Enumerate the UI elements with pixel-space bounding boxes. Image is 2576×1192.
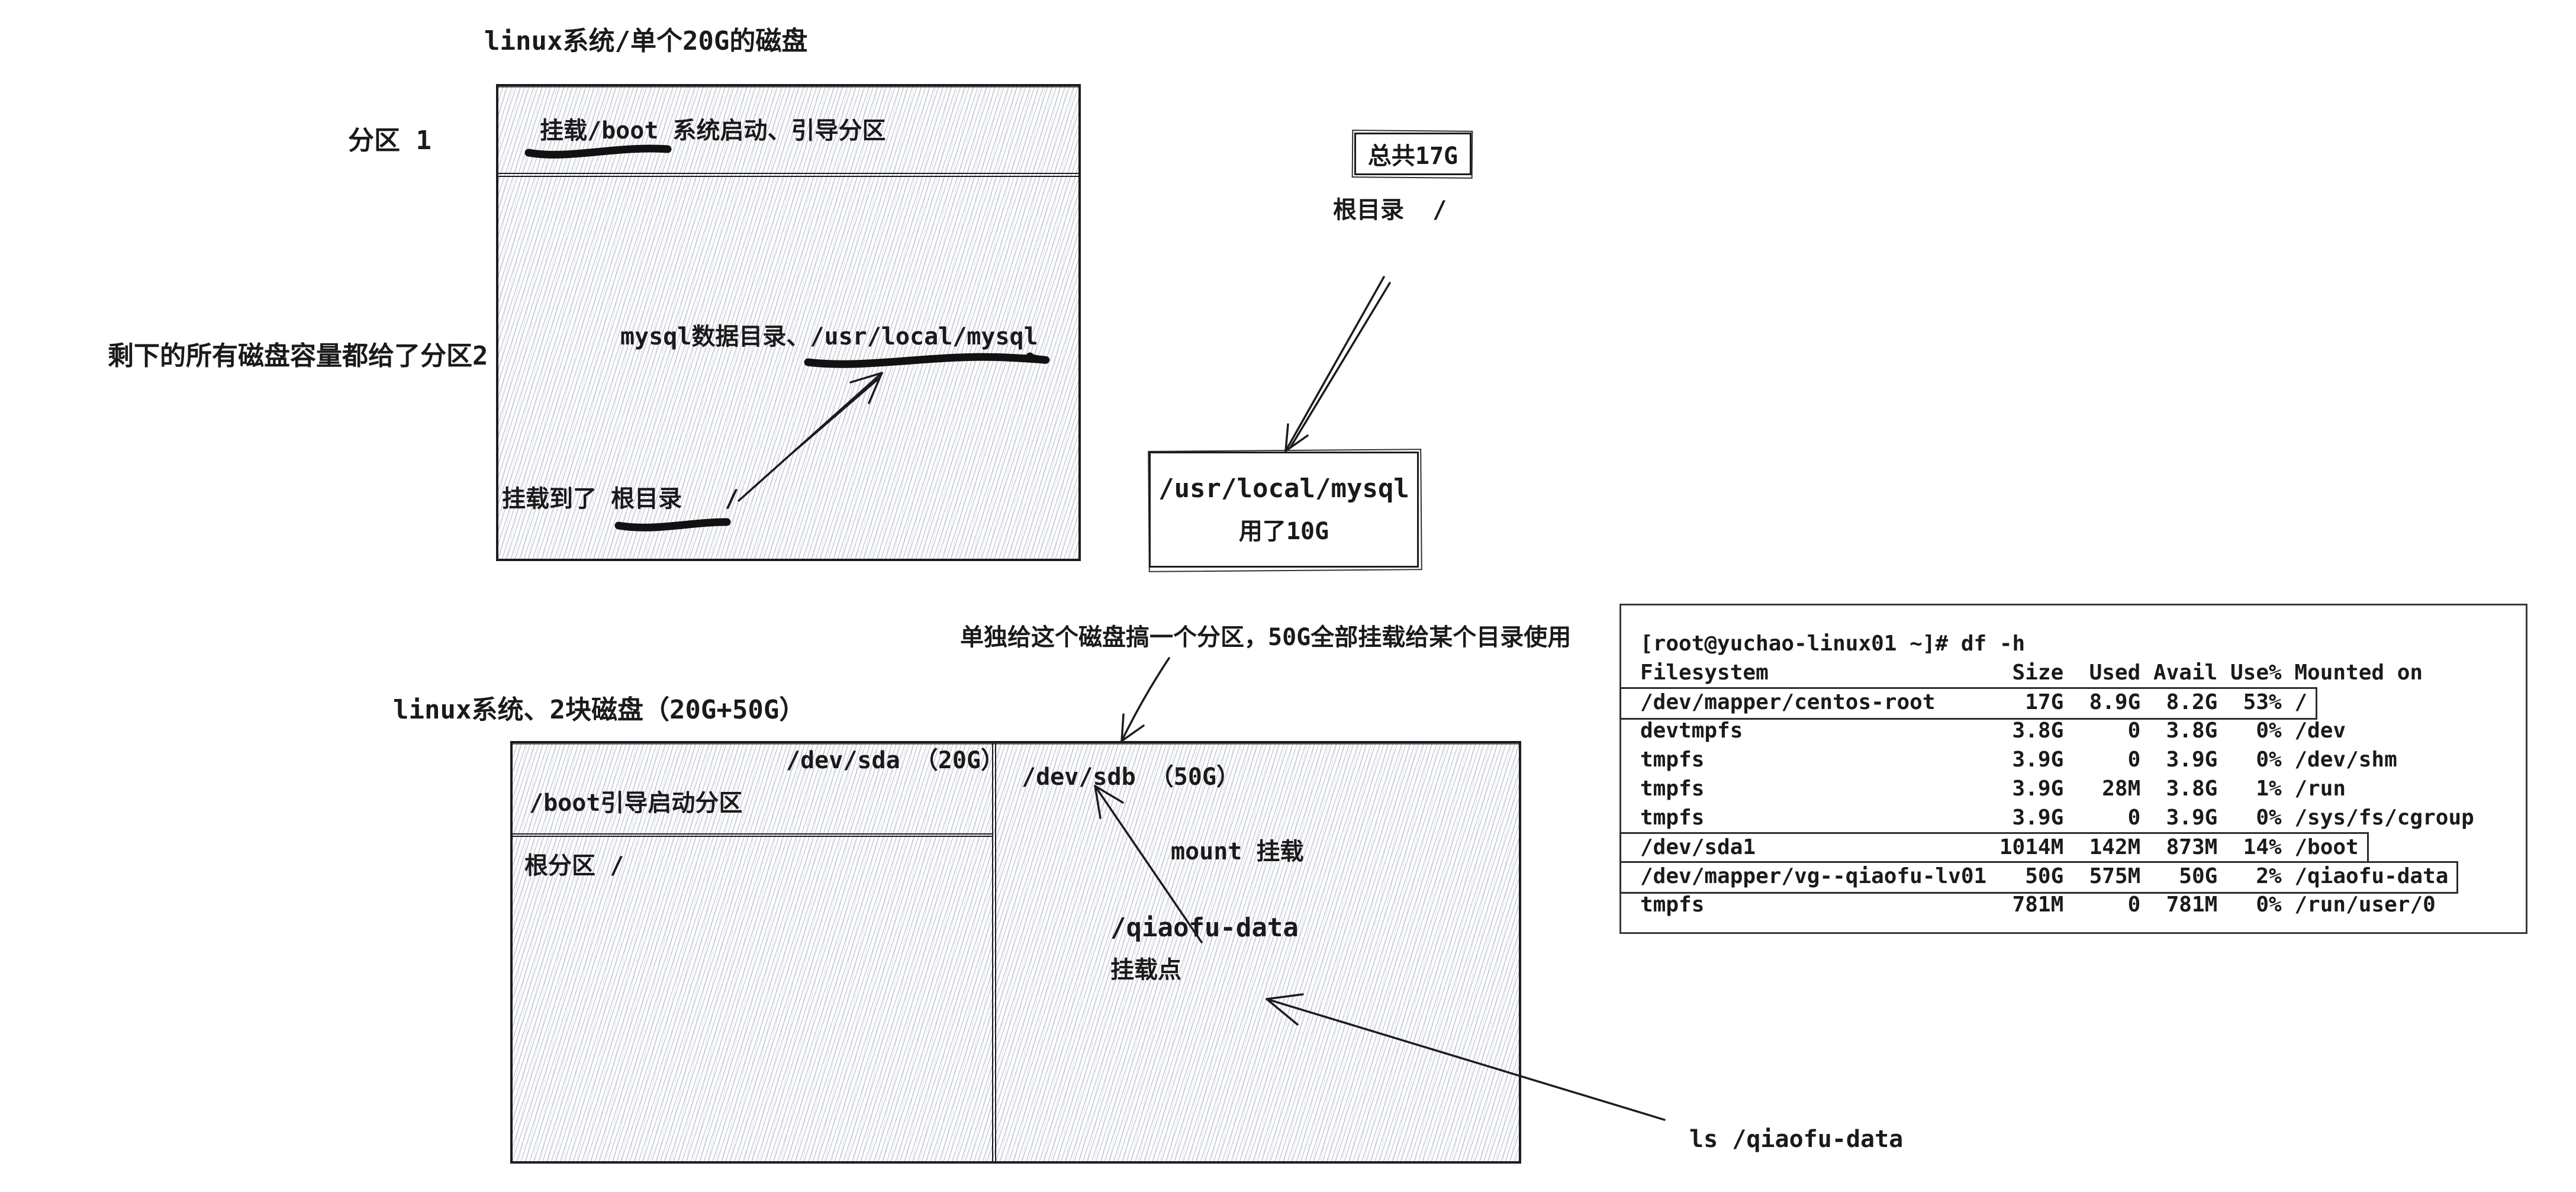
terminal-line: tmpfs 781M 0 781M 0% /run/user/0 bbox=[1640, 890, 2526, 919]
disk1-mysql-dir-text: mysql数据目录、/usr/local/mysql bbox=[620, 323, 1038, 350]
terminal-line: devtmpfs 3.8G 0 3.8G 0% /dev bbox=[1640, 716, 2526, 745]
disk1-partition1-text: 挂载/boot 系统启动、引导分区 bbox=[540, 117, 886, 144]
terminal-line: Filesystem Size Used Avail Use% Mounted … bbox=[1640, 658, 2526, 687]
disk1-root-mount-text: 挂载到了 根目录 / bbox=[502, 485, 739, 513]
sda-root-partition-text: 根分区 / bbox=[524, 852, 624, 879]
sda-partition-divider bbox=[513, 833, 992, 837]
terminal-line: [root@yuchao-linux01 ~]# df -h bbox=[1640, 629, 2526, 658]
mysql-usage-box: /usr/local/mysql 用了10G bbox=[1149, 452, 1419, 568]
highlighted-df-row: /dev/sda1 1014M 142M 873M 14% /boot bbox=[1619, 832, 2369, 865]
terminal-line: /dev/sda1 1014M 142M 873M 14% /boot bbox=[1619, 832, 2526, 865]
highlighted-df-row: /dev/mapper/vg--qiaofu-lv01 50G 575M 50G… bbox=[1619, 861, 2459, 894]
mysql-usage-amount: 用了10G bbox=[1238, 517, 1329, 545]
mount-label: mount 挂载 bbox=[1171, 838, 1304, 865]
df-row: tmpfs 3.9G 28M 3.8G 1% /run bbox=[1640, 777, 2346, 801]
disk1-partition1-label: 分区 1 bbox=[348, 125, 432, 156]
disk2-title: linux系统、2块磁盘（20G+50G） bbox=[393, 695, 806, 725]
df-row: tmpfs 3.9G 0 3.9G 0% /sys/fs/cgroup bbox=[1640, 806, 2474, 830]
mountpoint-path-label: /qiaofu-data bbox=[1110, 913, 1299, 943]
df-row: tmpfs 3.9G 0 3.9G 0% /dev/shm bbox=[1640, 748, 2397, 772]
terminal-line: /dev/mapper/vg--qiaofu-lv01 50G 575M 50G… bbox=[1619, 861, 2526, 894]
df-row: devtmpfs 3.8G 0 3.8G 0% /dev bbox=[1640, 719, 2346, 743]
disk2-annotation: 单独给这个磁盘搞一个分区，50G全部挂载给某个目录使用 bbox=[960, 624, 1572, 651]
df-row: [root@yuchao-linux01 ~]# df -h bbox=[1640, 632, 2026, 656]
df-row: tmpfs 781M 0 781M 0% /run/user/0 bbox=[1640, 893, 2436, 917]
disk1-partition1-region bbox=[498, 86, 1078, 177]
disk1-partition2-label: 剩下的所有磁盘容量都给了分区2 bbox=[108, 341, 488, 371]
terminal-line: tmpfs 3.9G 28M 3.8G 1% /run bbox=[1640, 774, 2526, 803]
terminal-line: tmpfs 3.9G 0 3.9G 0% /sys/fs/cgroup bbox=[1640, 803, 2526, 832]
total-size-box: 总共17G bbox=[1354, 133, 1471, 175]
root-dir-label: 根目录 / bbox=[1333, 196, 1447, 224]
disk1-title: linux系统/单个20G的磁盘 bbox=[484, 26, 808, 56]
mountpoint-label: 挂载点 bbox=[1110, 956, 1181, 984]
disk1-box bbox=[496, 84, 1081, 561]
sdb-label: /dev/sdb （50G） bbox=[1022, 763, 1240, 791]
df-output: [root@yuchao-linux01 ~]# df -h Filesystem… bbox=[1619, 629, 2526, 919]
highlighted-df-row: /dev/mapper/centos-root 17G 8.9G 8.2G 53… bbox=[1619, 687, 2318, 720]
total-size-text: 总共17G bbox=[1367, 143, 1458, 170]
sda-label: /dev/sda （20G） bbox=[786, 747, 1004, 774]
disk2-disk-divider bbox=[992, 743, 996, 1161]
ls-command-label: ls /qiaofu-data bbox=[1689, 1126, 1904, 1153]
terminal-line: /dev/mapper/centos-root 17G 8.9G 8.2G 53… bbox=[1619, 687, 2526, 720]
mysql-usage-path: /usr/local/mysql bbox=[1158, 473, 1409, 504]
terminal-line: tmpfs 3.9G 0 3.9G 0% /dev/shm bbox=[1640, 745, 2526, 774]
df-row: Filesystem Size Used Avail Use% Mounted … bbox=[1640, 661, 2423, 685]
terminal-window: [root@yuchao-linux01 ~]# df -h Filesystem… bbox=[1619, 604, 2527, 934]
annotation-to-sdb-arrow bbox=[1120, 657, 1170, 742]
sda-boot-partition-text: /boot引导启动分区 bbox=[529, 790, 743, 817]
rootdir-to-usagebox-arrow bbox=[1284, 276, 1391, 452]
